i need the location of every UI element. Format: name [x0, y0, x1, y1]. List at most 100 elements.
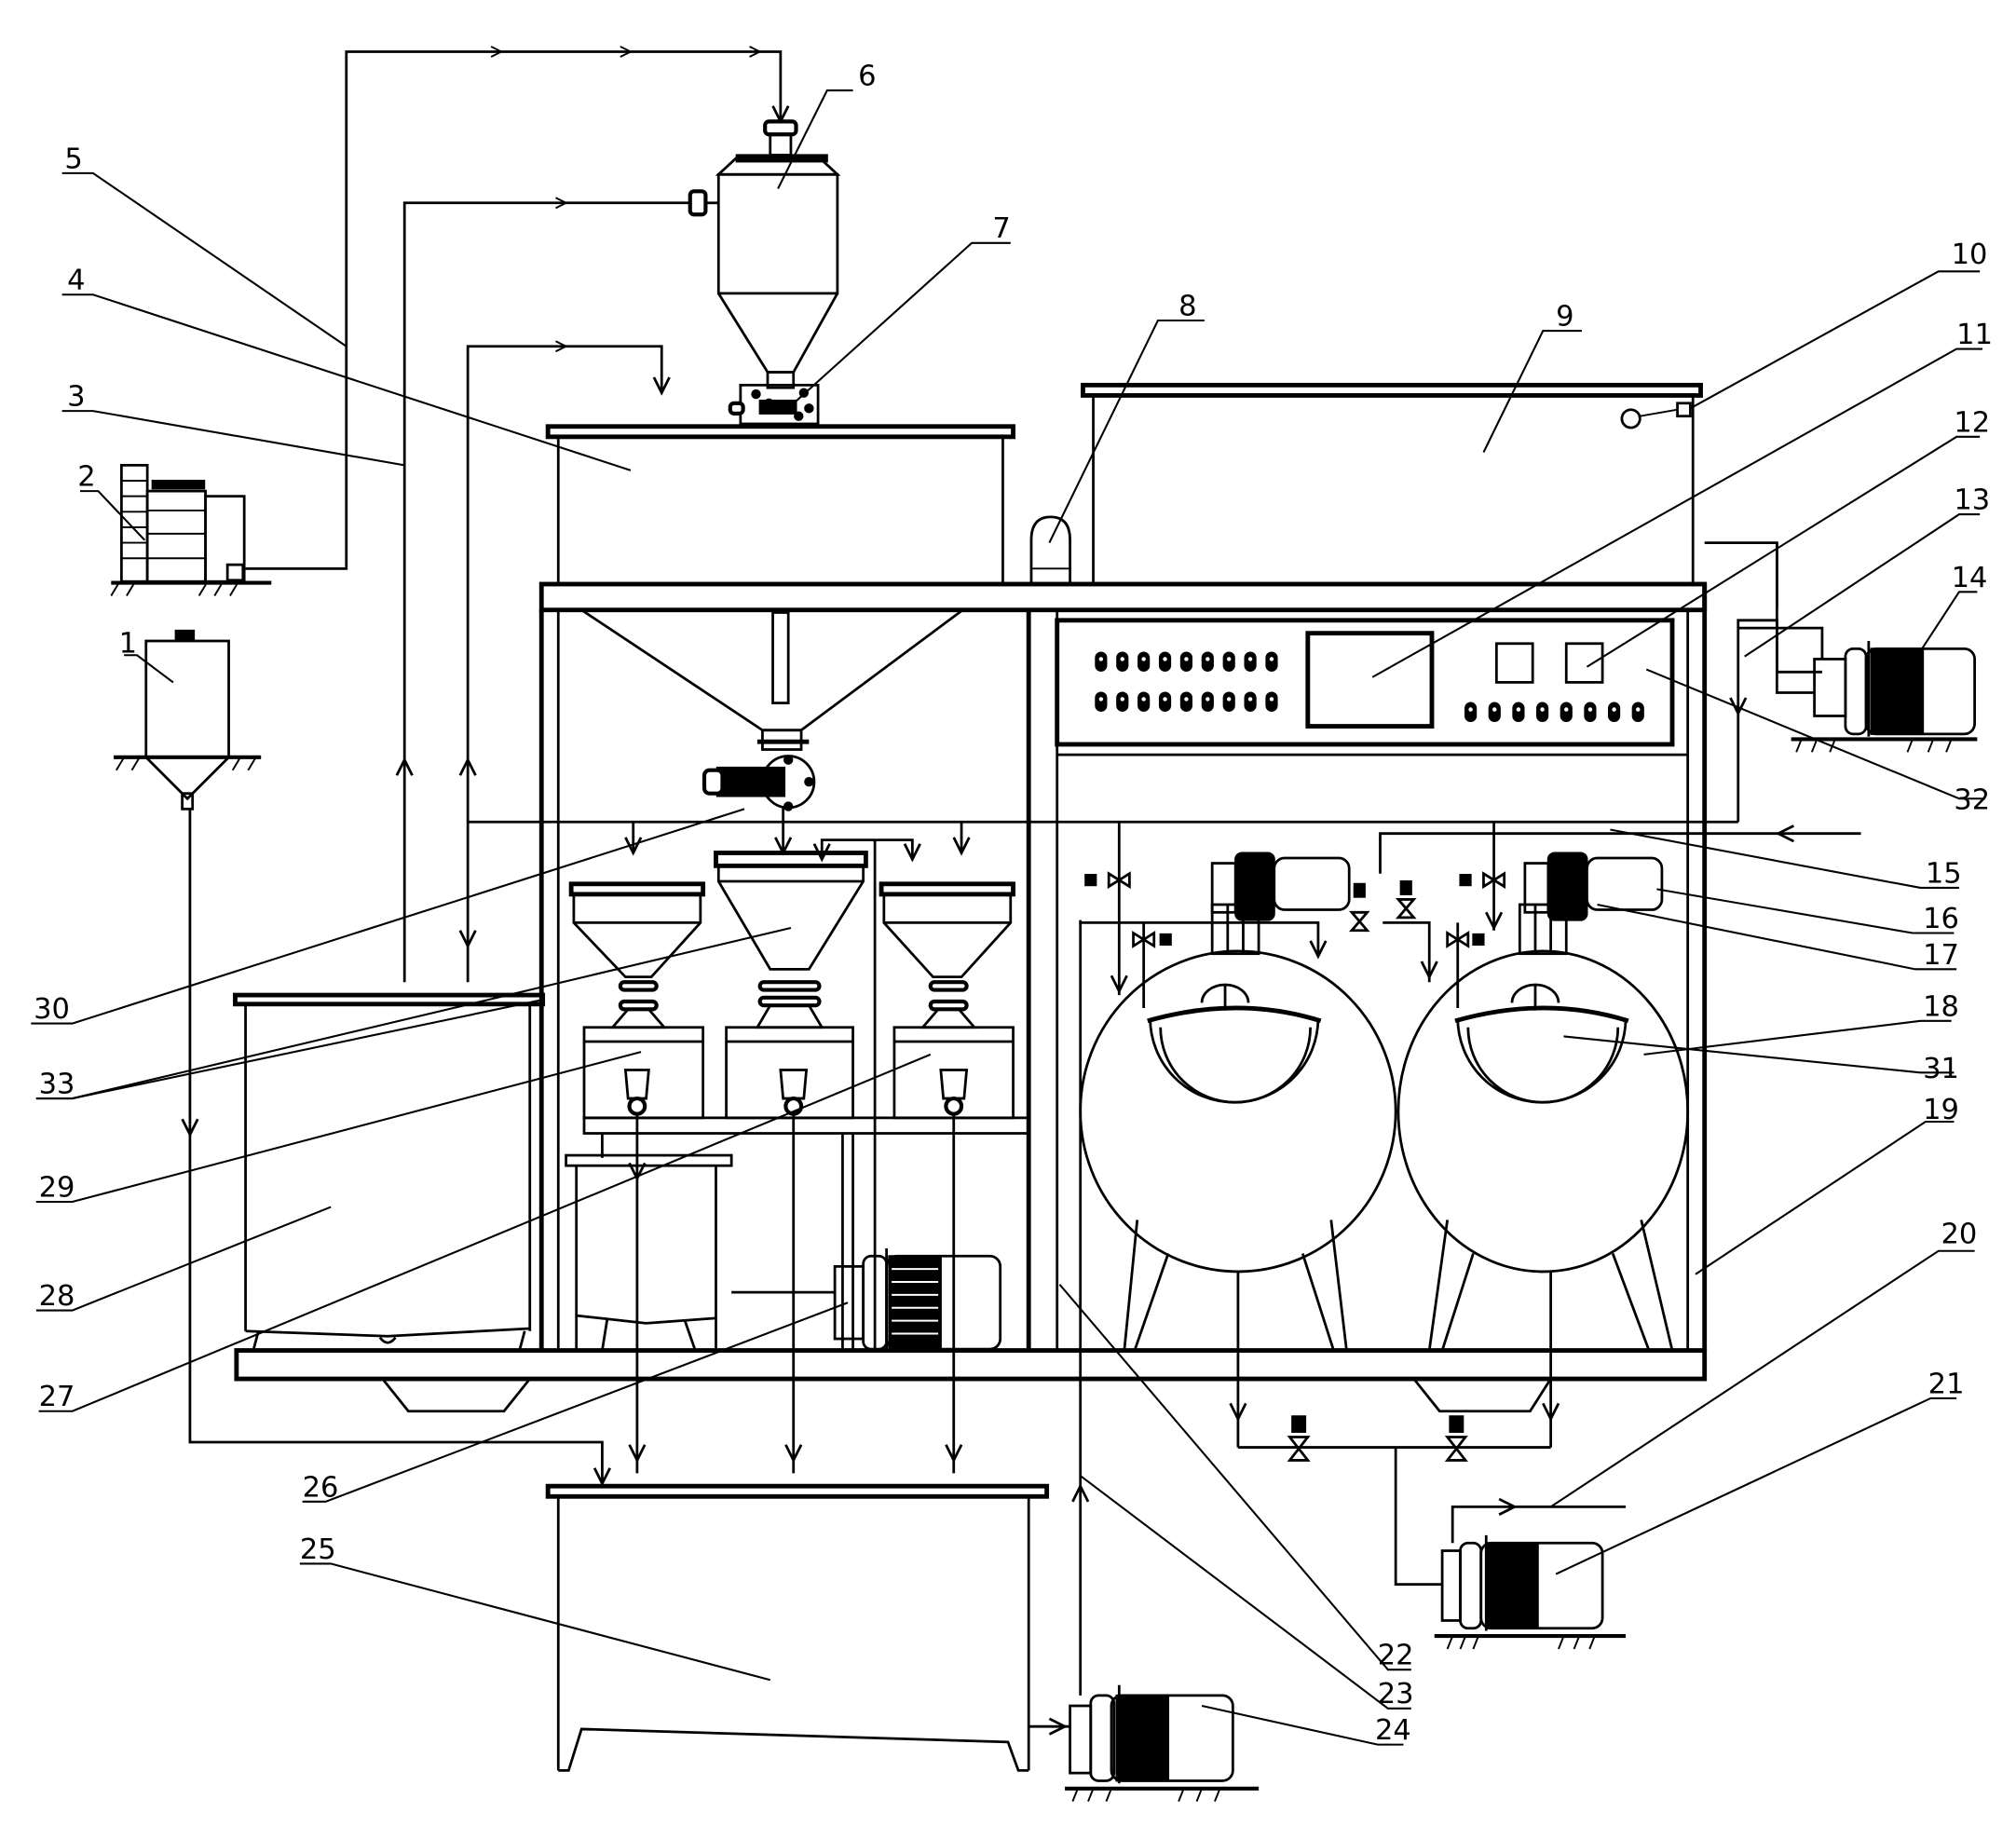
- panel-button-light: [1587, 707, 1593, 712]
- silo-1: [114, 629, 262, 811]
- panel-button-light: [1269, 697, 1274, 702]
- panel-button: [1201, 651, 1214, 672]
- label-5: 5: [64, 143, 82, 175]
- panel-button-light: [1247, 697, 1253, 702]
- label-22: 22: [1378, 1640, 1414, 1672]
- label-13: 13: [1954, 484, 1990, 517]
- feed-pipe-5: [245, 46, 790, 570]
- valves-top: [1084, 871, 1506, 948]
- pipe-3: [395, 197, 692, 983]
- panel-button: [1244, 691, 1257, 712]
- pipe-return: [458, 340, 671, 983]
- feed-machine-2: [110, 463, 272, 596]
- panel-button: [1265, 691, 1278, 712]
- pump-24: [1065, 1350, 1260, 1803]
- panel-button: [1116, 691, 1129, 712]
- panel-button: [1464, 702, 1478, 723]
- panel-button: [1222, 691, 1235, 712]
- tank-28: [233, 992, 546, 1351]
- panel-button: [1137, 651, 1151, 672]
- panel-button-light: [1120, 697, 1124, 702]
- panel-button: [1179, 651, 1193, 672]
- panel-button-light: [1492, 707, 1497, 712]
- panel-button-light: [1468, 707, 1473, 712]
- control-panel-32: [1055, 618, 1688, 756]
- label-19: 19: [1923, 1094, 1959, 1126]
- leader-lines: [31, 89, 1985, 1746]
- panel-button: [1158, 691, 1172, 712]
- panel-button: [1584, 702, 1597, 723]
- label-17: 17: [1923, 939, 1959, 972]
- pump-14: [1737, 542, 1978, 753]
- label-21: 21: [1928, 1368, 1965, 1400]
- upper-tank-9: [1081, 382, 1703, 584]
- label-25: 25: [300, 1533, 336, 1566]
- panel-button-light: [1163, 657, 1167, 661]
- main-frame: [234, 581, 1708, 1413]
- label-12: 12: [1954, 406, 1990, 439]
- label-31: 31: [1923, 1053, 1959, 1085]
- panel-button-light: [1184, 657, 1189, 661]
- panel-button: [1201, 691, 1214, 712]
- panel-button-light: [1184, 697, 1189, 702]
- panel-button: [1179, 691, 1193, 712]
- button-row-top: [1095, 651, 1278, 672]
- panel-button: [1536, 702, 1549, 723]
- label-20: 20: [1941, 1218, 1978, 1250]
- label-14: 14: [1952, 562, 1988, 594]
- label-16: 16: [1923, 903, 1959, 935]
- tank-25: [181, 809, 1070, 1772]
- panel-button-light: [1141, 657, 1146, 661]
- inner-hopper: [580, 608, 964, 811]
- button-row-bottom: [1095, 691, 1278, 712]
- label-15: 15: [1926, 857, 1962, 890]
- panel-button-light: [1120, 657, 1124, 661]
- panel-button: [1095, 651, 1108, 672]
- panel-button: [1095, 691, 1108, 712]
- label-23: 23: [1378, 1678, 1414, 1710]
- panel-button-light: [1540, 707, 1545, 712]
- pump-26: [731, 1247, 1002, 1352]
- panel-button-light: [1141, 697, 1146, 702]
- panel-button: [1560, 702, 1573, 723]
- panel-button-light: [1206, 657, 1210, 661]
- panel-button-light: [1206, 697, 1210, 702]
- panel-button-light: [1247, 657, 1253, 661]
- label-18: 18: [1923, 990, 1959, 1023]
- cyclone-hopper-6: [688, 119, 841, 389]
- panel-button-light: [1564, 707, 1569, 712]
- pump-21: [1434, 1497, 1627, 1650]
- agitator-motor-left: [1210, 852, 1351, 956]
- label-2: 2: [77, 461, 95, 494]
- label-7: 7: [992, 212, 1010, 245]
- label-4: 4: [67, 265, 85, 297]
- label-29: 29: [39, 1171, 75, 1204]
- panel-button-light: [1612, 707, 1616, 712]
- panel-button-light: [1516, 707, 1521, 712]
- button-row-right: [1464, 702, 1644, 723]
- label-9: 9: [1556, 301, 1573, 334]
- panel-button: [1244, 651, 1257, 672]
- panel-button: [1137, 691, 1151, 712]
- label-3: 3: [67, 381, 85, 414]
- agitator-motor-right: [1518, 852, 1664, 956]
- panel-button: [1222, 651, 1235, 672]
- panel-button-light: [1269, 657, 1274, 661]
- grinder-right: [879, 881, 1015, 1120]
- label-28: 28: [39, 1280, 75, 1313]
- label-30: 30: [34, 993, 70, 1026]
- label-26: 26: [303, 1471, 339, 1504]
- vent-8: [1029, 515, 1071, 584]
- panel-button-light: [1098, 657, 1104, 661]
- panel-button-light: [1163, 697, 1167, 702]
- label-10: 10: [1952, 238, 1988, 271]
- label-8: 8: [1178, 290, 1196, 322]
- label-33: 33: [39, 1069, 75, 1101]
- label-6: 6: [858, 61, 876, 93]
- label-27: 27: [39, 1381, 75, 1413]
- cooking-tank-right: [1396, 949, 1690, 1352]
- panel-button: [1488, 702, 1501, 723]
- tank-27: [565, 1153, 733, 1351]
- panel-button-light: [1226, 657, 1232, 661]
- screw-feeder-7: [728, 383, 820, 426]
